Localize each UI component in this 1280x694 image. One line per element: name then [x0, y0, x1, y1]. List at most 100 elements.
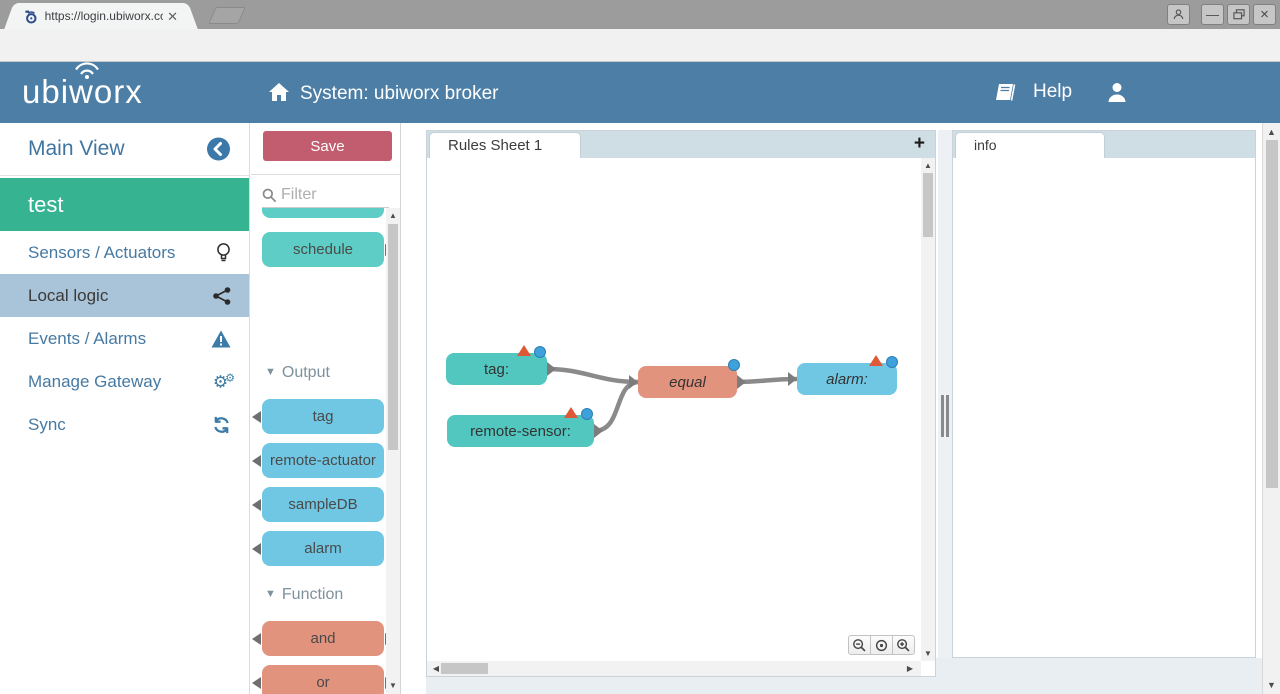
scroll-up-icon[interactable]: ▲	[924, 161, 932, 170]
input-port	[252, 454, 261, 467]
background-area	[426, 677, 936, 694]
manage-gateway-label: Manage Gateway	[28, 371, 162, 391]
scroll-up-icon[interactable]: ▲	[1267, 127, 1276, 137]
sidebar-item-sync[interactable]: Sync	[0, 403, 249, 446]
help-button[interactable]: Help	[995, 81, 1072, 103]
scroll-right-icon[interactable]: ▶	[906, 664, 914, 673]
canvas-vertical-scrollbar[interactable]: ▲ ▼	[921, 158, 935, 661]
warning-triangle-icon	[211, 330, 231, 347]
palette-node-label: schedule	[292, 241, 354, 258]
add-sheet-button[interactable]: +	[913, 133, 925, 154]
info-tabbar: info	[953, 131, 1255, 158]
sidebar: Main View test Sensors / Actuators Local…	[0, 123, 250, 694]
main-view-label: Main View	[28, 137, 125, 160]
flow-node-equal[interactable]: equal	[638, 359, 740, 398]
status-dot-icon	[534, 346, 546, 358]
canvas-vscroll-thumb[interactable]	[923, 173, 933, 237]
browser-tab[interactable]: https://login.ubiworx.com ✕	[18, 3, 184, 29]
section-label: Function	[281, 586, 344, 603]
canvas-panel: Rules Sheet 1 + tag: remote-sensor:	[426, 130, 936, 677]
flow-node-label: equal	[669, 373, 706, 391]
warning-badge-icon	[517, 345, 531, 356]
canvas-horizontal-scrollbar[interactable]: ◀ ▶	[427, 661, 921, 676]
palette-node-label: alarm	[304, 540, 342, 557]
zoom-out-button[interactable]	[848, 635, 871, 655]
flow-canvas[interactable]: tag: remote-sensor: equal alarm:	[427, 158, 921, 661]
panel-splitter[interactable]	[938, 130, 952, 658]
system-title: System: ubiworx broker	[300, 83, 499, 104]
home-icon[interactable]	[268, 82, 290, 102]
ubiworx-logo[interactable]: ubiworx	[22, 62, 143, 111]
zoom-controls	[848, 635, 915, 655]
scroll-down-icon[interactable]: ▼	[389, 681, 397, 690]
tab-rules-sheet-1[interactable]: Rules Sheet 1	[429, 132, 581, 158]
flow-node-alarm[interactable]: alarm:	[797, 355, 898, 395]
input-port	[252, 632, 261, 645]
minimize-button[interactable]: —	[1201, 4, 1224, 25]
scroll-up-icon[interactable]: ▲	[389, 211, 397, 220]
palette-node-remote-actuator[interactable]: remote-actuator	[252, 443, 384, 478]
palette-node-or[interactable]: or	[252, 665, 386, 694]
input-port	[252, 676, 261, 689]
favicon-ubiworx-icon	[25, 10, 37, 24]
palette-scrollbar[interactable]: ▲ ▼	[386, 208, 400, 694]
page-scrollbar-thumb[interactable]	[1266, 140, 1278, 488]
sidebar-main-view[interactable]: Main View	[0, 123, 249, 176]
page-scrollbar[interactable]: ▲ ▼	[1262, 123, 1280, 694]
tab-info[interactable]: info	[955, 132, 1105, 158]
warning-badge-icon	[869, 355, 883, 366]
canvas-hscroll-thumb[interactable]	[441, 663, 488, 674]
palette-node-and[interactable]: and	[252, 621, 386, 656]
gears-icon: ⚙⚙	[212, 371, 235, 392]
palette-node-schedule[interactable]: schedule	[262, 232, 386, 267]
events-alarms-label: Events / Alarms	[28, 328, 147, 348]
sidebar-item-manage-gateway[interactable]: Manage Gateway ⚙⚙	[0, 360, 249, 403]
input-port	[252, 542, 261, 555]
status-dot-icon	[581, 408, 593, 420]
app-header: ubiworx System: ubiworx broker Help	[0, 62, 1280, 123]
back-circle-icon[interactable]	[206, 137, 231, 162]
status-dot-icon	[886, 356, 898, 368]
section-label: Output	[281, 364, 330, 381]
sidebar-item-test[interactable]: test	[0, 178, 249, 231]
tab-close-icon[interactable]: ✕	[167, 8, 178, 24]
filter-box[interactable]	[262, 183, 389, 208]
scroll-down-icon[interactable]: ▼	[924, 649, 932, 658]
panel-gap	[401, 123, 426, 694]
browser-titlebar: https://login.ubiworx.com ✕ — ×	[0, 0, 1280, 29]
browser-toolbar: ← → ↻ Secure | https://login.ubiworx.com…	[0, 29, 1280, 87]
palette-node-partial[interactable]	[262, 208, 384, 218]
logo-antenna-icon	[75, 62, 99, 79]
flow-node-remote-sensor[interactable]: remote-sensor:	[447, 407, 594, 447]
profile-icon[interactable]	[1167, 4, 1190, 25]
zoom-in-button[interactable]	[892, 635, 915, 655]
palette-section-function[interactable]: ▼Function	[265, 586, 343, 604]
sidebar-item-events-alarms[interactable]: Events / Alarms	[0, 317, 249, 360]
palette-node-label: remote-actuator	[270, 452, 376, 469]
canvas-tabbar: Rules Sheet 1 +	[427, 131, 935, 158]
palette-node-tag[interactable]: tag	[252, 399, 384, 434]
close-button[interactable]: ×	[1253, 4, 1276, 25]
user-icon[interactable]	[1106, 81, 1128, 103]
output-port	[385, 243, 386, 256]
help-label: Help	[1033, 81, 1073, 102]
flow-node-tag[interactable]: tag:	[446, 345, 547, 385]
splitter-drag-handle[interactable]	[941, 395, 949, 437]
palette-section-output[interactable]: ▼Output	[265, 364, 330, 382]
sensors-actuators-label: Sensors / Actuators	[28, 242, 176, 262]
scroll-left-icon[interactable]: ◀	[432, 664, 440, 673]
local-logic-label: Local logic	[28, 285, 109, 305]
save-button[interactable]: Save	[263, 131, 392, 161]
palette-divider	[251, 174, 400, 175]
flow-node-label: tag:	[483, 360, 510, 378]
sidebar-item-local-logic[interactable]: Local logic	[0, 274, 249, 317]
scroll-down-icon[interactable]: ▼	[1267, 680, 1276, 690]
share-icon	[213, 286, 231, 305]
palette-node-sampledb[interactable]: sampleDB	[252, 487, 384, 522]
palette-node-alarm[interactable]: alarm	[252, 531, 384, 566]
palette-scrollbar-thumb[interactable]	[388, 224, 398, 450]
filter-input[interactable]	[281, 186, 381, 204]
restore-button[interactable]	[1227, 4, 1250, 25]
sidebar-item-sensors-actuators[interactable]: Sensors / Actuators	[0, 231, 249, 274]
new-tab-button[interactable]	[208, 7, 246, 24]
